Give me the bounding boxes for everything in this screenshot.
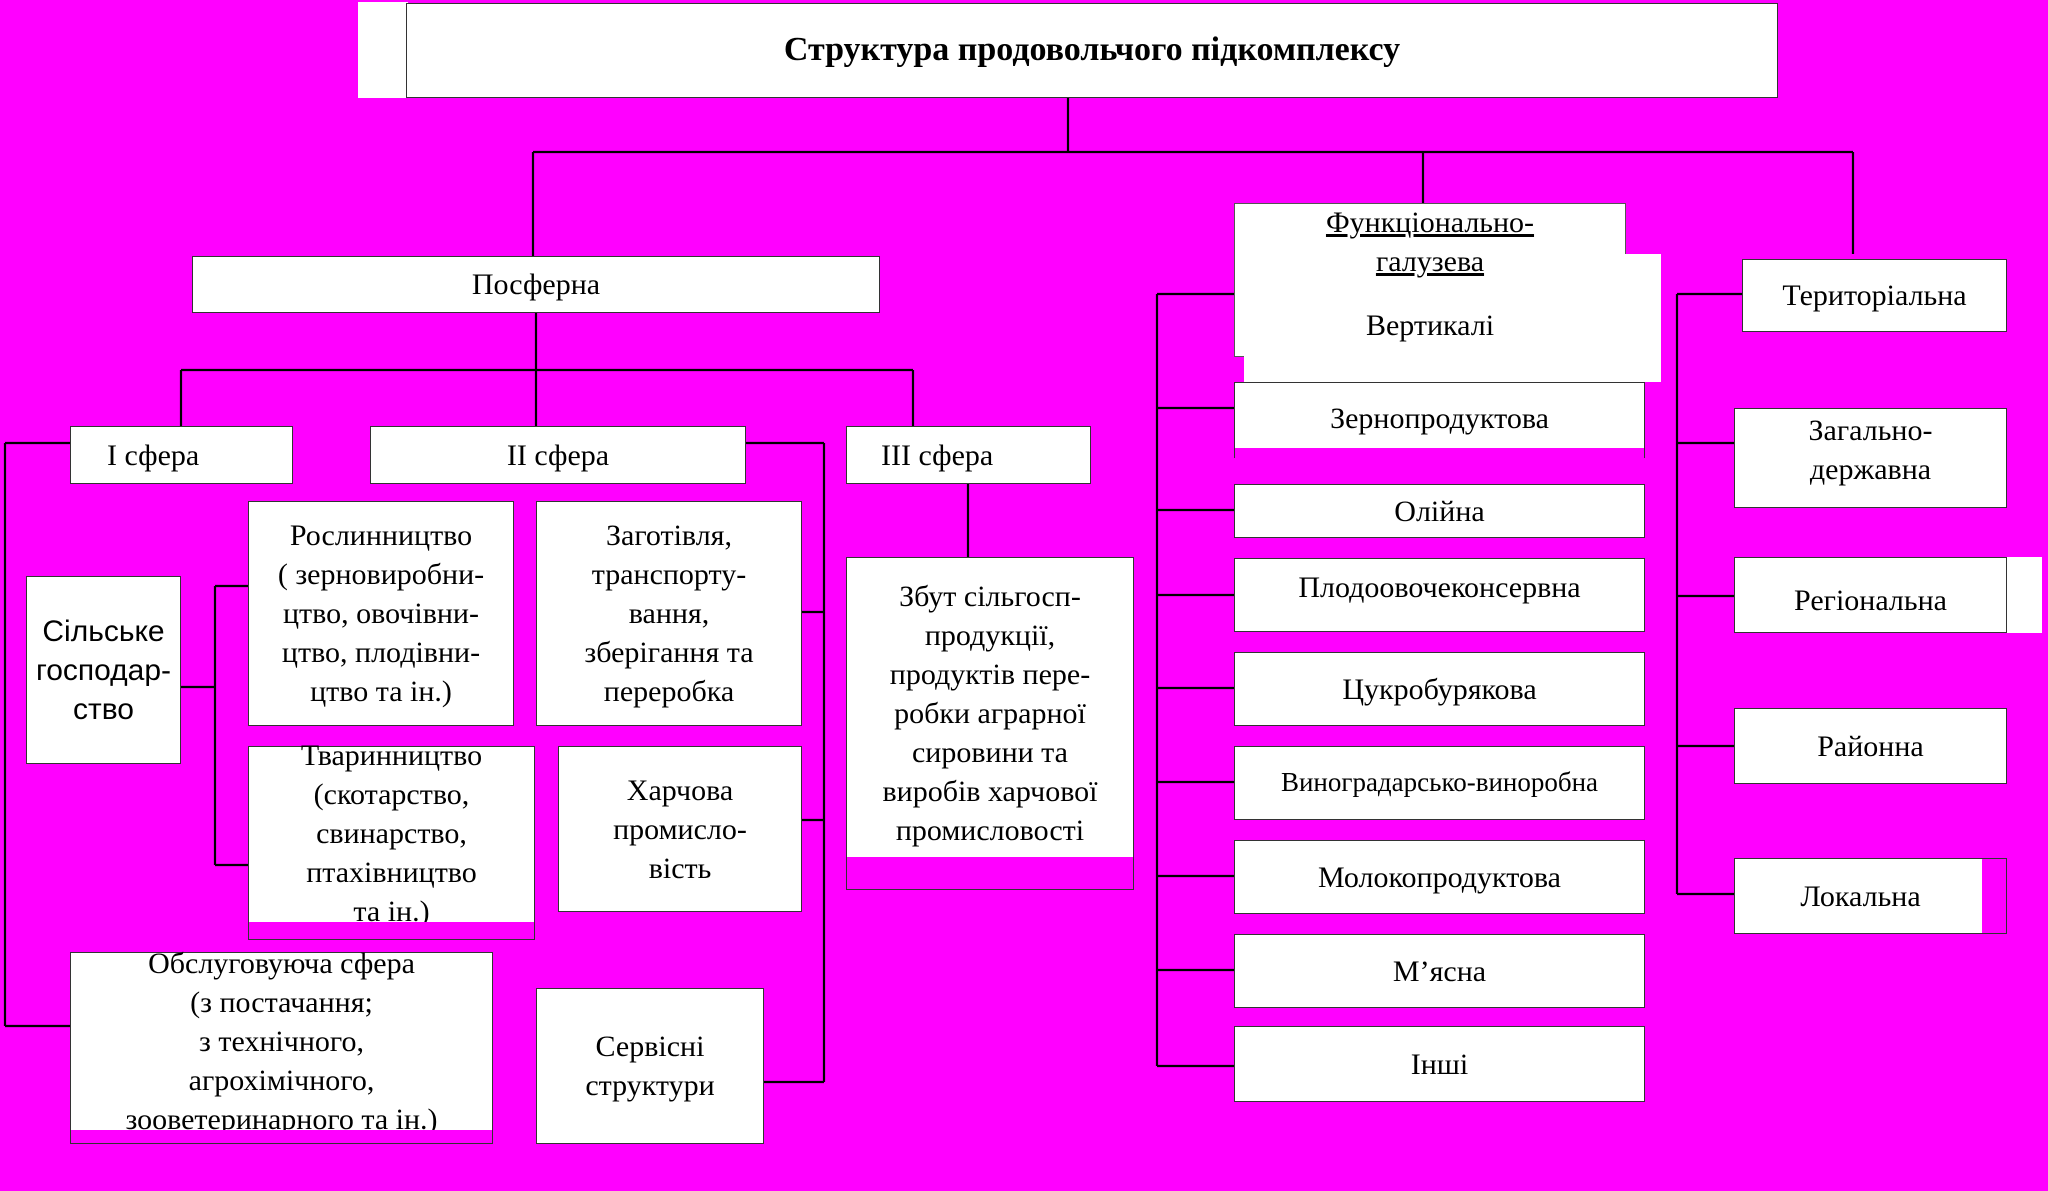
functional-heading: Функціонально- галузева: [1234, 203, 1626, 281]
territorial-item-label: Загально- державна: [1808, 414, 1933, 486]
sales-label: Збут сільгосп- продукції, продуктів пере…: [882, 580, 1098, 847]
functional-heading-line3: Вертикалі: [1365, 309, 1495, 342]
territorial-item-label: Регіональна: [1794, 583, 1947, 617]
territorial-item-label: Районна: [1817, 729, 1924, 763]
functional-item-wine: Виноградарсько-виноробна: [1234, 746, 1645, 820]
functional-item-label: Олійна: [1394, 494, 1485, 528]
functional-item-label: Виноградарсько-виноробна: [1280, 767, 1599, 798]
posferna-box: Посферна: [192, 256, 880, 313]
functional-item-oil: Олійна: [1234, 484, 1645, 538]
crop-production-label: Рослинництво ( зерновиробни- цтво, овочі…: [277, 519, 485, 708]
functional-item-meat: М’ясна: [1234, 934, 1645, 1008]
service-structures-label: Сервісні структури: [585, 1030, 715, 1102]
territorial-box: Територіальна: [1742, 259, 2007, 332]
magenta-band: [847, 857, 1133, 889]
territorial-item-district: Районна: [1734, 708, 2007, 784]
sphere-1-box: I сфера: [70, 426, 293, 484]
sales-box: Збут сільгосп- продукції, продуктів пере…: [846, 557, 1134, 890]
magenta-band: [249, 922, 534, 939]
procurement-box: Заготівля, транспорту- вання, зберігання…: [536, 501, 802, 726]
territorial-item-regional: Регіональна: [1734, 557, 2007, 633]
territorial-item-national: Загально- державна: [1734, 408, 2007, 508]
sphere-1-label: I сфера: [107, 438, 200, 472]
food-industry-box: Харчова промисло- вість: [558, 746, 802, 912]
territorial-item-local: Локальна: [1734, 858, 2007, 934]
magenta-band: [1982, 859, 2006, 933]
functional-item-sugar: Цукробурякова: [1234, 652, 1645, 726]
posferna-label: Посферна: [471, 268, 601, 301]
sphere-3-box: III сфера: [846, 426, 1091, 484]
functional-heading-vertical: Вертикалі: [1234, 306, 1626, 345]
territorial-item-label: Локальна: [1800, 879, 1921, 913]
functional-item-label: Молокопродуктова: [1318, 860, 1561, 894]
magenta-band: [71, 1130, 492, 1143]
functional-item-grain: Зернопродуктова: [1234, 382, 1645, 458]
service-sphere-box: Обслуговуюча сфера (з постачання; з техн…: [70, 947, 493, 1144]
functional-item-dairy: Молокопродуктова: [1234, 840, 1645, 914]
white-patch: [2007, 557, 2042, 633]
functional-item-other: Інші: [1234, 1026, 1645, 1102]
crop-production-box: Рослинництво ( зерновиробни- цтво, овочі…: [248, 501, 514, 726]
food-industry-label: Харчова промисло- вість: [613, 773, 747, 885]
magenta-band: [1235, 448, 1644, 458]
livestock-box: Тваринництво (скотарство, свинарство, пт…: [248, 739, 535, 940]
service-sphere-label: Обслуговуюча сфера (з постачання; з техн…: [125, 946, 438, 1136]
agriculture-box: Сільське господар- ство: [26, 576, 181, 764]
service-structures-box: Сервісні структури: [536, 988, 764, 1144]
procurement-label: Заготівля, транспорту- вання, зберігання…: [584, 519, 754, 708]
agriculture-label: Сільське господар- ство: [35, 614, 172, 726]
sphere-2-label: II сфера: [506, 438, 610, 472]
functional-item-canning: Плодоовочеконсервна: [1234, 558, 1645, 632]
functional-item-label: Плодоовочеконсервна: [1298, 570, 1581, 604]
title-box: Структура продовольчого підкомплексу: [406, 3, 1778, 98]
functional-item-label: Цукробурякова: [1342, 672, 1537, 706]
functional-item-label: Зернопродуктова: [1330, 401, 1549, 435]
functional-item-label: М’ясна: [1392, 954, 1487, 988]
white-patch: [358, 2, 408, 98]
white-patch: [1244, 254, 1661, 382]
sphere-3-label: III сфера: [881, 438, 994, 472]
functional-heading-line1: Функціонально-: [1325, 206, 1535, 239]
functional-item-label: Інші: [1410, 1047, 1469, 1081]
functional-heading-line2: галузева: [1375, 245, 1485, 278]
territorial-label: Територіальна: [1782, 279, 1967, 312]
sphere-2-box: II сфера: [370, 426, 746, 484]
page-title: Структура продовольчого підкомплексу: [783, 31, 1401, 69]
livestock-label: Тваринництво (скотарство, свинарство, пт…: [300, 738, 483, 928]
